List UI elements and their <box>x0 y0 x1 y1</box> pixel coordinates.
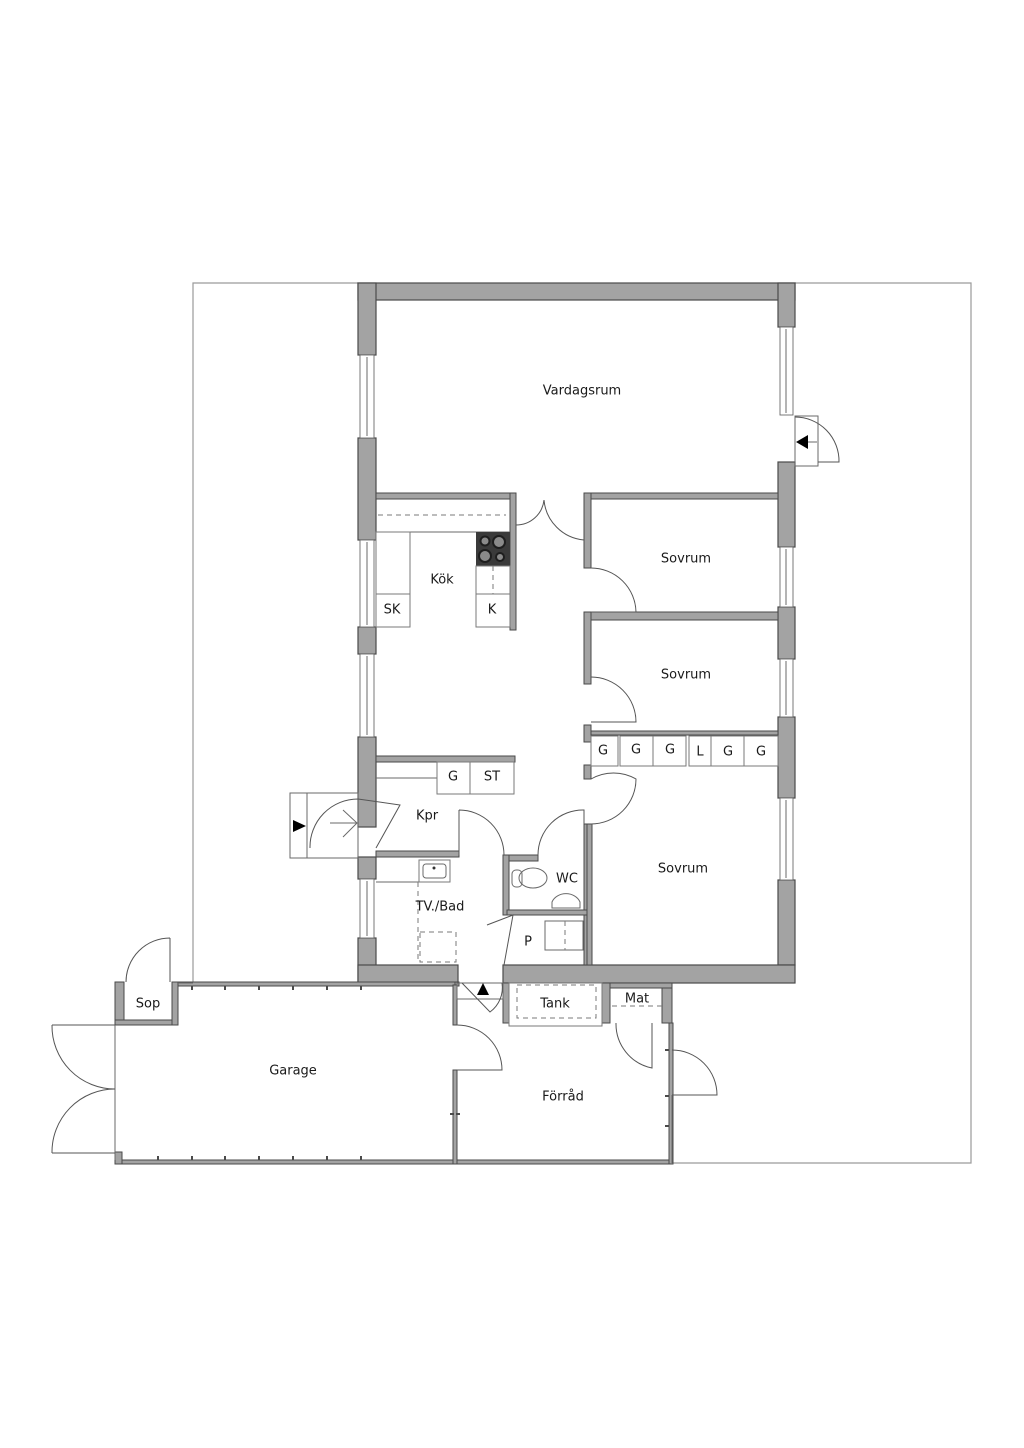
windows <box>359 326 794 939</box>
room-label-laundry: TV./Bad <box>415 900 465 915</box>
fixture-label-g3: G <box>665 743 675 758</box>
garage-ticks <box>157 986 669 1160</box>
lot-boundary <box>192 282 972 1164</box>
bedroom3-door <box>590 772 637 825</box>
room-label-pantry: Mat <box>625 992 649 1007</box>
hall-fixtures <box>376 761 515 795</box>
room-label-kitchen: Kök <box>430 573 454 588</box>
room-label-wc: WC <box>556 872 578 887</box>
fixture-label-l: L <box>696 745 704 760</box>
entry-arrow-icon <box>477 983 489 995</box>
fixture-label-st: ST <box>484 770 500 785</box>
main-entrance-door[interactable] <box>289 792 401 859</box>
entry-arrow-icon <box>796 435 808 449</box>
tank-and-pantry <box>508 982 664 1027</box>
room-label-storage: Förråd <box>542 1090 584 1105</box>
fixture-label-g2: G <box>631 743 641 758</box>
room-label-bedroom1: Sovrum <box>661 552 711 567</box>
fixture-label-g4: G <box>723 745 733 760</box>
room-label-waste: Sop <box>136 997 160 1012</box>
fixture-label-sk: SK <box>384 603 401 618</box>
back-entry-door[interactable] <box>456 982 504 1013</box>
entry-arrow-icon <box>293 820 306 832</box>
room-label-tank: Tank <box>539 997 570 1012</box>
room-label-living: Vardagsrum <box>543 384 621 399</box>
room-label-bedroom2: Sovrum <box>661 668 711 683</box>
room-label-hall: Kpr <box>416 809 439 824</box>
interior-doors <box>458 499 637 966</box>
kitchen-fixtures <box>375 514 511 628</box>
living-room-door[interactable] <box>794 415 840 467</box>
interior-walls <box>375 492 779 966</box>
wc-fixtures <box>511 867 584 951</box>
fixture-label-hall-g: G <box>448 770 458 785</box>
fixture-label-k: K <box>488 603 497 618</box>
room-labels: Vardagsrum Kök Sovrum Sovrum Sovrum Kpr … <box>136 384 766 1105</box>
room-label-p: P <box>524 935 532 950</box>
bedroom2-door <box>590 676 637 723</box>
room-label-bedroom3: Sovrum <box>658 862 708 877</box>
wardrobes <box>590 735 779 767</box>
laundry-fixtures <box>376 859 457 963</box>
room-label-garage: Garage <box>269 1064 317 1079</box>
garage-doors[interactable] <box>51 937 718 1163</box>
garage-inner-door <box>456 1024 503 1071</box>
fixture-label-g5: G <box>756 745 766 760</box>
bedroom1-door <box>590 567 637 613</box>
fixture-label-g1: G <box>598 744 608 759</box>
garage-walls <box>114 981 674 1165</box>
